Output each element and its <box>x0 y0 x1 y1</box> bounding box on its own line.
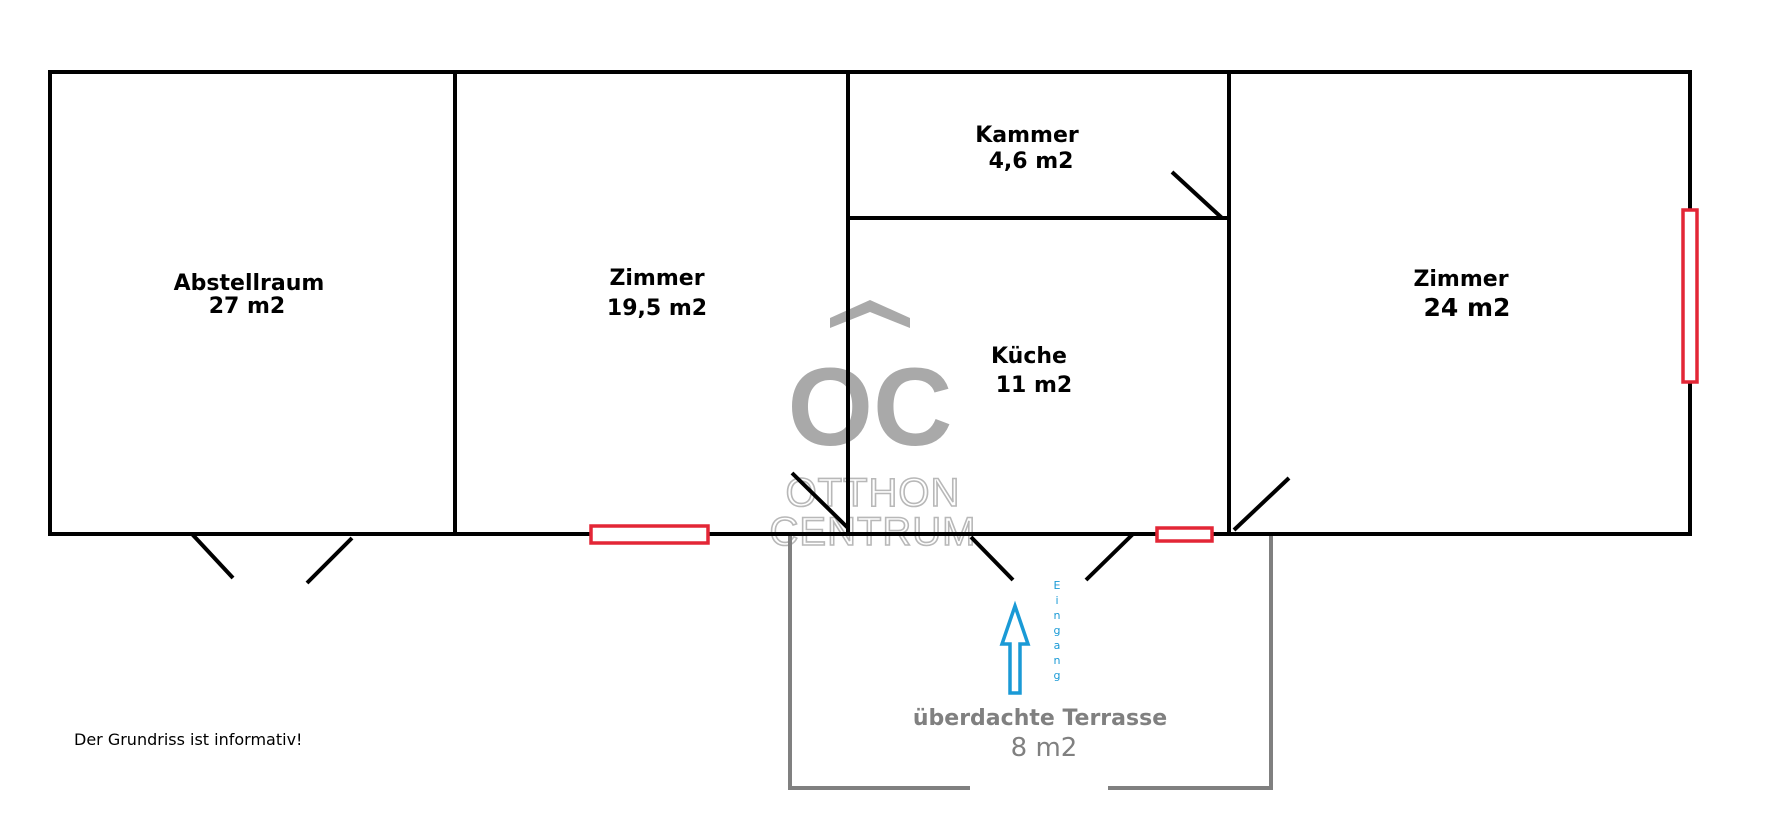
window-zimmer-right <box>1681 208 1699 384</box>
terrace-outline-right <box>1108 536 1273 790</box>
entrance-arrow-icon <box>999 600 1031 695</box>
door-abstellraum-left <box>190 532 235 580</box>
entrance-letter: E <box>1054 579 1061 592</box>
window-zimmer-mid <box>589 524 710 545</box>
disclaimer-note: Der Grundriss ist informativ! <box>74 730 302 749</box>
terrace-area: 8 m2 <box>1011 733 1078 763</box>
entrance-letter: i <box>1055 594 1058 607</box>
room-area-kammer: 4,6 m2 <box>989 149 1074 174</box>
terrace: überdachte Terrasse 8 m2 <box>788 536 1273 790</box>
room-name-zimmer-right: Zimmer <box>1413 267 1508 292</box>
entrance-letter: n <box>1054 654 1061 667</box>
watermark-logo: OC OTTHON CENTRUM <box>769 300 976 555</box>
terrace-outline-left <box>788 536 970 790</box>
room-area-kueche: 11 m2 <box>996 373 1073 398</box>
window-kueche <box>1155 526 1214 543</box>
windows <box>589 208 1699 545</box>
door-abstellraum-right <box>305 536 354 585</box>
room-name-abstellraum: Abstellraum <box>174 271 325 296</box>
room-area-abstellraum: 27 m2 <box>209 294 286 319</box>
room-name-kammer: Kammer <box>975 123 1079 148</box>
entrance-letter: a <box>1054 639 1061 652</box>
door-zimmer-kueche <box>790 471 850 530</box>
door-kammer <box>1170 170 1224 220</box>
entrance-letter: g <box>1054 669 1061 682</box>
room-area-zimmer-right: 24 m2 <box>1424 293 1511 322</box>
door-entrance-left <box>969 535 1015 582</box>
watermark-roof-icon <box>830 300 910 328</box>
room-name-kueche: Küche <box>991 344 1067 369</box>
terrace-name: überdachte Terrasse <box>913 706 1167 731</box>
doors <box>190 170 1291 585</box>
entrance-letter: g <box>1054 624 1061 637</box>
room-labels: Abstellraum 27 m2 Zimmer 19,5 m2 Kammer … <box>174 123 1511 398</box>
room-area-zimmer-mid: 19,5 m2 <box>607 296 707 321</box>
door-entrance-right <box>1084 532 1135 582</box>
room-name-zimmer-mid: Zimmer <box>609 266 704 291</box>
watermark-letters: OC <box>788 346 953 469</box>
door-zimmer-right <box>1232 476 1291 532</box>
entrance-letter: n <box>1054 609 1061 622</box>
